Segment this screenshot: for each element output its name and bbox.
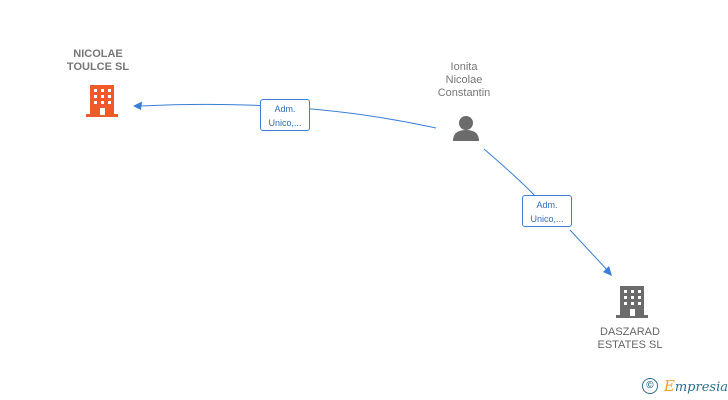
company-label-nicolae-toulce[interactable]: NICOLAE TOULCE SL xyxy=(66,48,130,73)
company-label-daszarad-estates[interactable]: DASZARAD ESTATES SL xyxy=(597,326,663,351)
arrowhead-daszarad-estates xyxy=(603,266,612,276)
copyright-icon: © xyxy=(641,378,658,394)
person-icon[interactable] xyxy=(453,116,479,141)
person-label-ionita-nicolae-constantin[interactable]: Ionita Nicolae Constantin xyxy=(437,61,491,99)
edge-label-adm-unico-2[interactable]: Adm. Unico,... xyxy=(522,195,572,227)
building-icon[interactable] xyxy=(616,286,648,318)
empresia-logo[interactable]: Empresia xyxy=(663,377,728,395)
edge-person-to-daszarad-estates xyxy=(483,148,610,273)
arrowhead-nicolae-toulce xyxy=(133,101,142,110)
building-icon[interactable] xyxy=(86,85,118,117)
footer-brand: © Empresia xyxy=(641,376,728,396)
edge-label-adm-unico-1[interactable]: Adm. Unico,... xyxy=(260,99,310,131)
